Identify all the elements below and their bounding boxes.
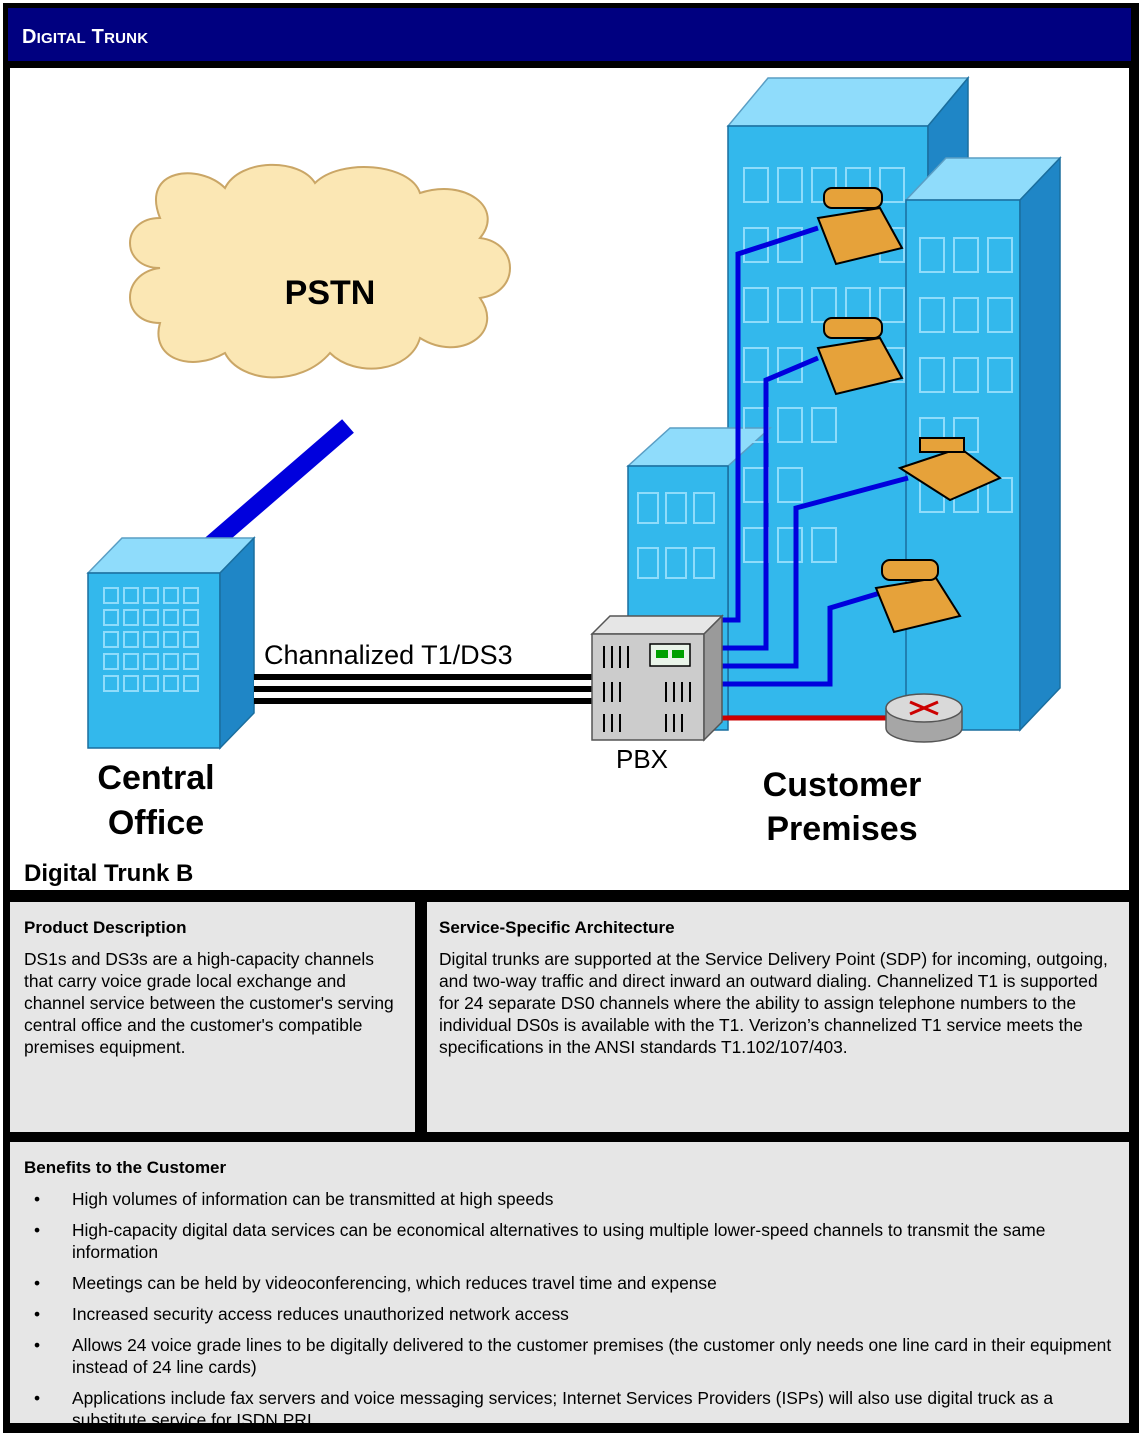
trunk-label: Channalized T1/DS3 bbox=[264, 640, 513, 670]
pstn-label: PSTN bbox=[285, 274, 376, 312]
central-office-label-line1: Central bbox=[97, 759, 214, 797]
customer-premises-label-line2: Premises bbox=[766, 810, 917, 848]
section-title: DIGITAL TRUNK bbox=[22, 26, 149, 48]
benefit-item: •Increased security access reduces unaut… bbox=[34, 1304, 569, 1324]
pbx-label: PBX bbox=[616, 744, 668, 774]
pstn-cloud bbox=[129, 163, 511, 379]
phone-2-icon bbox=[816, 317, 904, 396]
benefits-heading: Benefits to the Customer bbox=[24, 1158, 227, 1177]
t1-trunk-cable bbox=[254, 674, 592, 704]
bullet-icon: • bbox=[34, 1273, 41, 1293]
architecture-panel: Service-Specific Architecture Digital tr… bbox=[425, 900, 1131, 1134]
phone-1-icon bbox=[816, 187, 904, 266]
section-header: DIGITAL TRUNK bbox=[8, 8, 1131, 61]
product-description-heading: Product Description bbox=[24, 918, 187, 937]
pbx-cabinet bbox=[590, 614, 724, 742]
benefit-item: •Meetings can be held by videoconferenci… bbox=[34, 1273, 717, 1293]
benefits-list: •High volumes of information can be tran… bbox=[24, 1188, 1115, 1431]
customer-premises-label-line1: Customer bbox=[763, 766, 922, 804]
diagram-caption: Digital Trunk B bbox=[24, 860, 194, 887]
bullet-icon: • bbox=[34, 1304, 41, 1324]
benefit-item: •Applications include fax servers and vo… bbox=[34, 1388, 1054, 1430]
fax-icon bbox=[897, 437, 1002, 502]
bullet-icon: • bbox=[34, 1335, 41, 1355]
architecture-heading: Service-Specific Architecture bbox=[439, 918, 675, 937]
product-description-text: DS1s and DS3s are a high-capacity channe… bbox=[24, 949, 394, 1057]
router-icon bbox=[885, 693, 963, 743]
digital-trunk-diagram: PSTN bbox=[86, 75, 1062, 848]
benefit-item: •High-capacity digital data services can… bbox=[34, 1220, 1046, 1262]
diagram-panel: PSTN bbox=[8, 66, 1131, 892]
bullet-icon: • bbox=[34, 1220, 41, 1240]
bullet-icon: • bbox=[34, 1388, 41, 1408]
architecture-text: Digital trunks are supported at the Serv… bbox=[439, 949, 1108, 1057]
product-description-panel: Product Description DS1s and DS3s are a … bbox=[8, 900, 417, 1134]
extension-lines bbox=[714, 225, 909, 687]
benefit-item: •Allows 24 voice grade lines to be digit… bbox=[34, 1335, 1112, 1377]
bullet-icon: • bbox=[34, 1189, 41, 1209]
benefit-item: •High volumes of information can be tran… bbox=[34, 1189, 554, 1209]
central-office-label-line2: Office bbox=[108, 804, 204, 842]
central-office-building bbox=[86, 536, 256, 750]
phone-3-icon bbox=[874, 559, 962, 634]
benefits-panel: Benefits to the Customer •High volumes o… bbox=[8, 1140, 1131, 1430]
